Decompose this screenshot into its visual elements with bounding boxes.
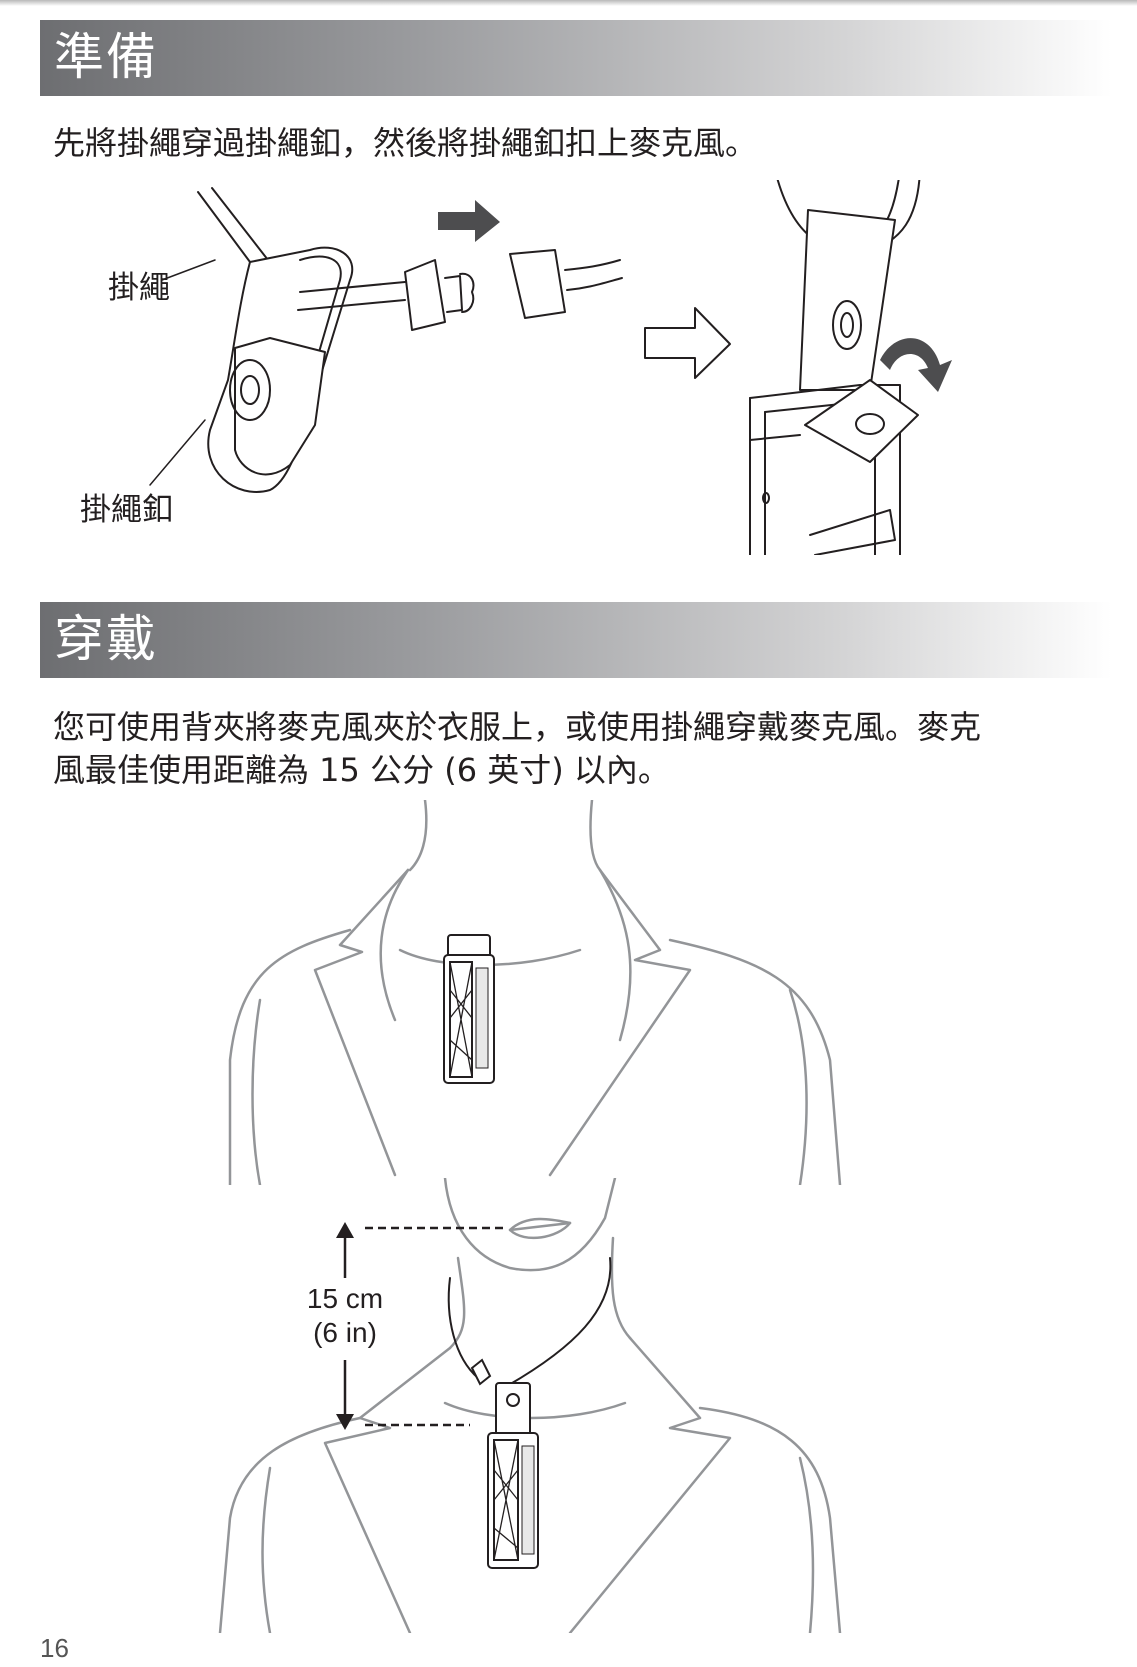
clip-wear-illustration xyxy=(228,800,842,1185)
lanyard-label: 掛繩 xyxy=(108,270,170,306)
lanyard-wear-illustration: 15 cm (6 in) xyxy=(218,1178,842,1633)
preparation-instruction: 先將掛繩穿過掛繩釦，然後將掛繩釦扣上麥克風。 xyxy=(53,124,758,162)
lanyard-wear-figure: 15 cm (6 in) xyxy=(210,1178,900,1633)
section-title-preparation: 準備 xyxy=(54,28,158,86)
distance-in-label: (6 in) xyxy=(313,1317,377,1348)
page-number: 16 xyxy=(40,1633,69,1663)
wearing-instruction-line-2: 風最佳使用距離為 15 公分 (6 英寸) 以內。 xyxy=(53,751,670,789)
top-rule xyxy=(0,0,1137,6)
lanyard-attach-figure: 掛繩 掛繩釦 xyxy=(60,180,1000,555)
distance-cm-label: 15 cm xyxy=(307,1283,383,1314)
section-title-wearing: 穿戴 xyxy=(54,610,158,668)
section-header-preparation: 準備 xyxy=(40,20,1112,96)
wearing-instruction-line-1: 您可使用背夾將麥克風夾於衣服上，或使用掛繩穿戴麥克風。麥克 xyxy=(53,708,982,746)
section-header-wearing: 穿戴 xyxy=(40,602,1112,678)
wearing-instruction: 您可使用背夾將麥克風夾於衣服上，或使用掛繩穿戴麥克風。麥克 風最佳使用距離為 1… xyxy=(53,706,1093,792)
lanyard-clip-label: 掛繩釦 xyxy=(80,492,173,528)
clip-wear-figure xyxy=(220,800,900,1185)
lanyard-attach-illustration: 掛繩 掛繩釦 xyxy=(80,180,952,555)
